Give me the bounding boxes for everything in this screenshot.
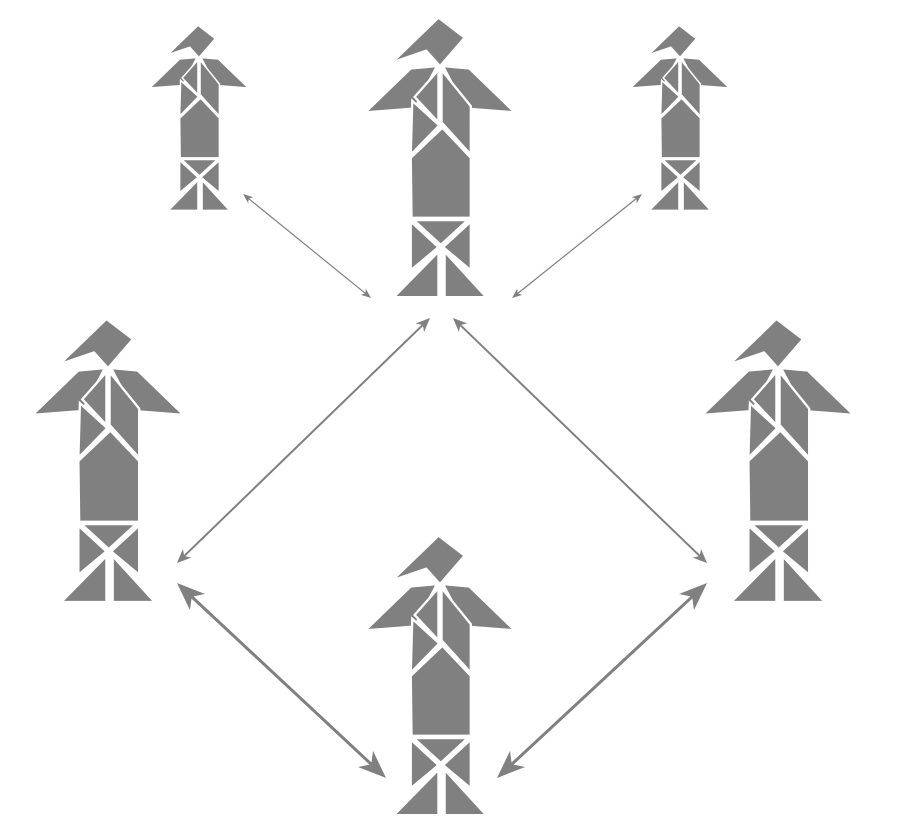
hat-piece [60, 319, 133, 368]
arrowhead [632, 194, 642, 203]
hat-piece [167, 25, 215, 57]
figure-middle-right [702, 319, 853, 602]
hat-piece [648, 25, 696, 57]
figure-bottom-center [365, 536, 514, 816]
arrow-shaft [184, 325, 423, 556]
arrow-bottom-center-to-middle-right [497, 583, 707, 778]
arrowhead [361, 289, 371, 298]
tangram-figures [32, 18, 853, 816]
figure-top-right [631, 25, 730, 210]
figure-top-center [365, 18, 514, 298]
arrow-shaft [517, 198, 636, 293]
arrow-shaft [460, 325, 700, 556]
hat-piece [392, 536, 464, 585]
arrow-top-center-to-top-left [243, 194, 371, 298]
hat-piece [730, 319, 803, 368]
arrowhead [243, 194, 253, 203]
arrow-shaft [511, 596, 692, 764]
arrowhead [512, 289, 522, 298]
arrow-top-center-to-top-right [512, 194, 642, 298]
figure-top-left [150, 25, 249, 210]
hat-piece [392, 18, 464, 67]
arrow-top-center-to-middle-right [453, 318, 707, 563]
arrow-bottom-center-to-middle-left [177, 583, 386, 778]
arrow-shaft [191, 596, 371, 764]
figure-middle-left [32, 319, 183, 602]
arrow-top-center-to-middle-left [177, 318, 430, 563]
arrow-shaft [248, 198, 365, 293]
